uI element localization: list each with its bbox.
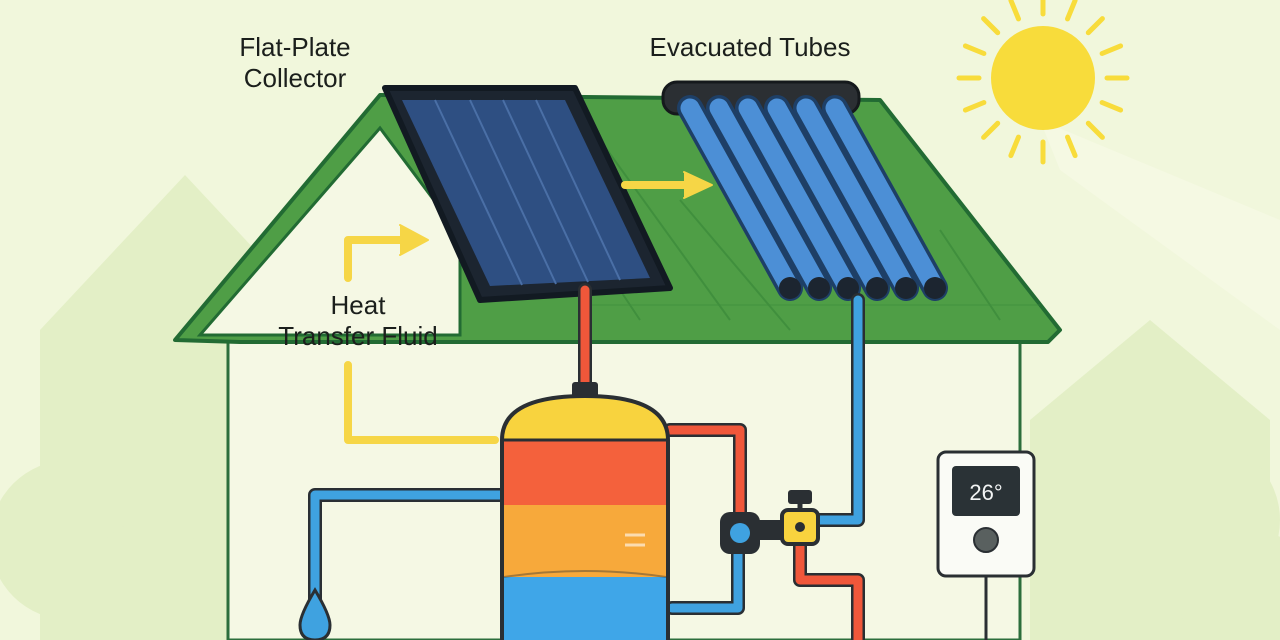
thermostat-reading: 26° bbox=[969, 480, 1003, 505]
flat-plate-label-line-1: Flat-Plate bbox=[239, 32, 351, 62]
fluid-label-line-1: Heat bbox=[330, 290, 386, 320]
heat-transfer-fluid-label: Heat Transfer Fluid bbox=[258, 290, 458, 352]
pipes bbox=[308, 283, 865, 640]
sun-ray bbox=[1008, 0, 1021, 22]
sun-ray bbox=[981, 16, 1001, 36]
sun-ray bbox=[1065, 0, 1078, 22]
evacuated-tube-fill bbox=[738, 98, 858, 298]
thermostat bbox=[936, 450, 1036, 640]
flat-plate-collector-label: Flat-Plate Collector bbox=[200, 32, 390, 94]
evacuated-tubes-label: Evacuated Tubes bbox=[649, 32, 851, 62]
valve-assembly bbox=[720, 490, 820, 554]
sun-icon bbox=[956, 0, 1130, 165]
evacuated-tube-fill bbox=[709, 98, 829, 298]
sun-ray bbox=[1085, 120, 1105, 140]
sun-ray bbox=[1008, 134, 1021, 159]
sun-ray bbox=[1065, 134, 1078, 159]
evacuated-tube-fill bbox=[796, 98, 916, 298]
evacuated-tube-fill bbox=[767, 98, 887, 298]
sun-ray bbox=[981, 120, 1001, 140]
sun-ray bbox=[1085, 16, 1105, 36]
tube-end-cap bbox=[837, 277, 859, 299]
tube-end-cap bbox=[895, 277, 917, 299]
tube-end-cap bbox=[866, 277, 888, 299]
flat-plate-label-line-2: Collector bbox=[243, 63, 347, 93]
tube-end-cap bbox=[924, 277, 946, 299]
flat-plate-collector bbox=[382, 85, 673, 303]
storage-tank bbox=[500, 382, 670, 640]
sun-ray bbox=[962, 43, 987, 56]
sun-ray bbox=[1099, 43, 1124, 56]
evacuated-tube-fill bbox=[680, 98, 800, 298]
water-drop-icon bbox=[298, 587, 332, 640]
sun-ray bbox=[962, 100, 987, 113]
sunlight-glow bbox=[1040, 120, 1280, 330]
fluid-label-line-2: Transfer Fluid bbox=[278, 321, 438, 351]
evacuated-tube-collector bbox=[661, 80, 948, 301]
sun-ray bbox=[1099, 100, 1124, 113]
tube-end-cap bbox=[808, 277, 830, 299]
tube-end-cap bbox=[779, 277, 801, 299]
fluid-flow-arrows bbox=[344, 171, 713, 444]
evacuated-tube-fill bbox=[825, 98, 945, 298]
